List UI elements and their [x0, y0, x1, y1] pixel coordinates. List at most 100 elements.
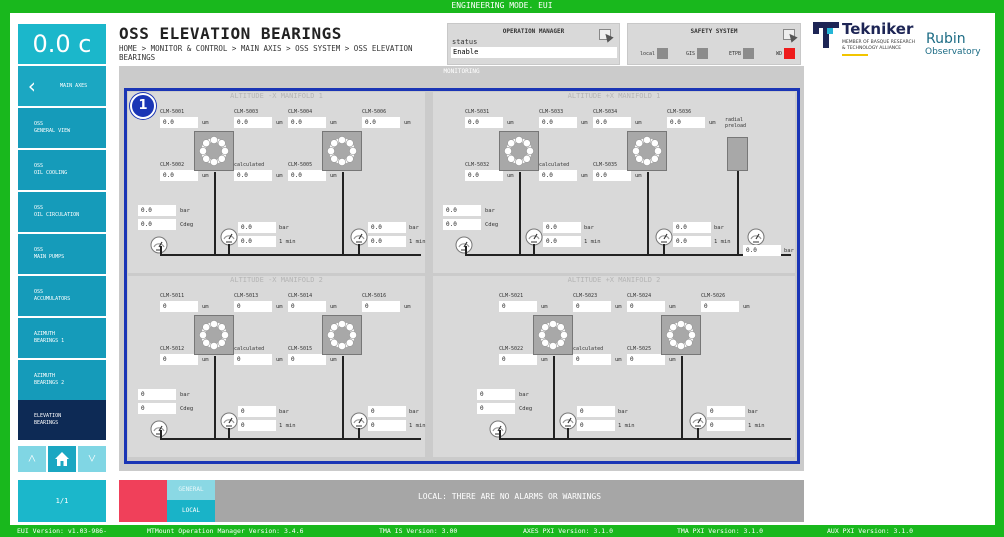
step-badge: 1	[130, 93, 156, 119]
version-bar: EUI Version: v1.03-986- MTMount Operatio…	[0, 526, 1004, 537]
gauge-bar-value: 0	[238, 406, 276, 417]
sensor-label: CLM-5021	[499, 293, 524, 299]
unit-um: um	[276, 173, 283, 179]
unit-min: 1 min	[618, 423, 635, 429]
nav-item-line1: AZIMUTH	[34, 331, 56, 337]
tab-general[interactable]: GENERAL	[167, 480, 215, 500]
rubin-observatory: Observatory	[925, 47, 981, 57]
unit-um: um	[330, 304, 337, 310]
page-down-button[interactable]: ˅	[78, 446, 106, 472]
sensor-value: 0	[288, 354, 326, 365]
gauge-bar-value: 0	[368, 406, 406, 417]
sensor-label: CLM-5015	[288, 346, 313, 352]
pipe-line	[697, 428, 699, 440]
sensor-value: 0.0	[288, 170, 326, 181]
bearing-sensor-icon	[499, 131, 539, 171]
pipe-line	[519, 172, 521, 256]
cursor-select-icon[interactable]	[783, 29, 796, 41]
pipe-line	[663, 244, 665, 256]
gauge-min-value: 0.0	[368, 236, 406, 247]
status-square-icon	[657, 48, 669, 59]
pipe-line	[160, 430, 162, 440]
cursor-select-icon[interactable]	[599, 29, 612, 41]
sensor-value: 0	[160, 354, 198, 365]
unit-bar: bar	[485, 208, 495, 214]
unit-bar: bar	[180, 208, 190, 214]
sensor-label: CLM-5002	[160, 162, 185, 168]
gauge-min-value: 0.0	[673, 236, 711, 247]
home-icon	[55, 452, 69, 466]
sensor-label: CLM-5004	[288, 109, 313, 115]
pipe-line	[499, 430, 501, 440]
sensor-value: 0	[627, 354, 665, 365]
clock-display: 0.0 c	[18, 24, 106, 64]
left-pressure-value: 0	[138, 389, 176, 400]
unit-um: um	[615, 304, 622, 310]
pipe-line	[342, 356, 344, 440]
manifold-title: ALTITUDE -X MANIFOLD 1	[230, 92, 323, 100]
unit-um: um	[615, 357, 622, 363]
bearing-sensor-icon	[627, 131, 667, 171]
gauge-bar-value: 0.0	[368, 222, 406, 233]
back-main-axes-button[interactable]: ‹ MAIN AXES	[18, 66, 106, 106]
unit-bar: bar	[784, 248, 794, 254]
pipe-line	[465, 254, 791, 256]
home-button[interactable]	[48, 446, 76, 472]
unit-cdeg: Cdeg	[180, 222, 194, 228]
pipe-line	[533, 244, 535, 256]
unit-cdeg: Cdeg	[485, 222, 499, 228]
pipe-line	[647, 172, 649, 256]
page-indicator: 1/1	[18, 480, 106, 522]
sensor-value: 0	[499, 354, 537, 365]
sensor-label: CLM-5014	[288, 293, 313, 299]
operation-manager-panel: OPERATION MANAGER status Enable	[447, 23, 620, 65]
tekniker-logo-icon	[813, 22, 839, 48]
sensor-label: calculated	[234, 346, 265, 352]
unit-min: 1 min	[279, 423, 296, 429]
unit-um: um	[541, 357, 548, 363]
page-up-button[interactable]: ˄	[18, 446, 46, 472]
sensor-label: CLM-5024	[627, 293, 652, 299]
pipe-line	[342, 172, 344, 256]
unit-bar: bar	[714, 225, 724, 231]
sensor-label: CLM-5036	[667, 109, 692, 115]
sensor-value: 0.0	[539, 170, 577, 181]
safety-wd: WD	[776, 48, 796, 59]
nav-item-line1: OSS	[34, 205, 44, 211]
sensor-label: calculated	[539, 162, 570, 168]
unit-bar: bar	[279, 409, 289, 415]
pipe-line	[737, 171, 739, 256]
sensor-value: 0.0	[234, 170, 272, 181]
unit-min: 1 min	[714, 239, 731, 245]
unit-um: um	[404, 120, 411, 126]
gauge-bar-value: 0.0	[673, 222, 711, 233]
pipe-line	[553, 356, 555, 440]
pressure-gauge-icon	[559, 412, 577, 430]
gauge-bar-value: 0.0	[543, 222, 581, 233]
unit-um: um	[669, 357, 676, 363]
alarm-indicator	[119, 480, 167, 522]
pipe-line	[214, 356, 216, 440]
tab-local[interactable]: LOCAL	[167, 500, 215, 522]
left-pressure-value: 0.0	[138, 205, 176, 216]
sensor-value: 0	[573, 301, 611, 312]
safety-local: local	[640, 48, 669, 59]
monitoring-label: MONITORING	[443, 68, 480, 75]
pressure-gauge-icon	[150, 420, 168, 438]
sensor-value: 0	[288, 301, 326, 312]
radial-preload-sensor-icon	[727, 137, 748, 171]
nav-item-line2: BEARINGS	[34, 420, 59, 426]
sensor-value: 0.0	[362, 117, 400, 128]
sensor-value: 0.0	[539, 117, 577, 128]
chevron-up-icon: ˄	[28, 451, 36, 467]
sensor-value: 0.0	[593, 117, 631, 128]
